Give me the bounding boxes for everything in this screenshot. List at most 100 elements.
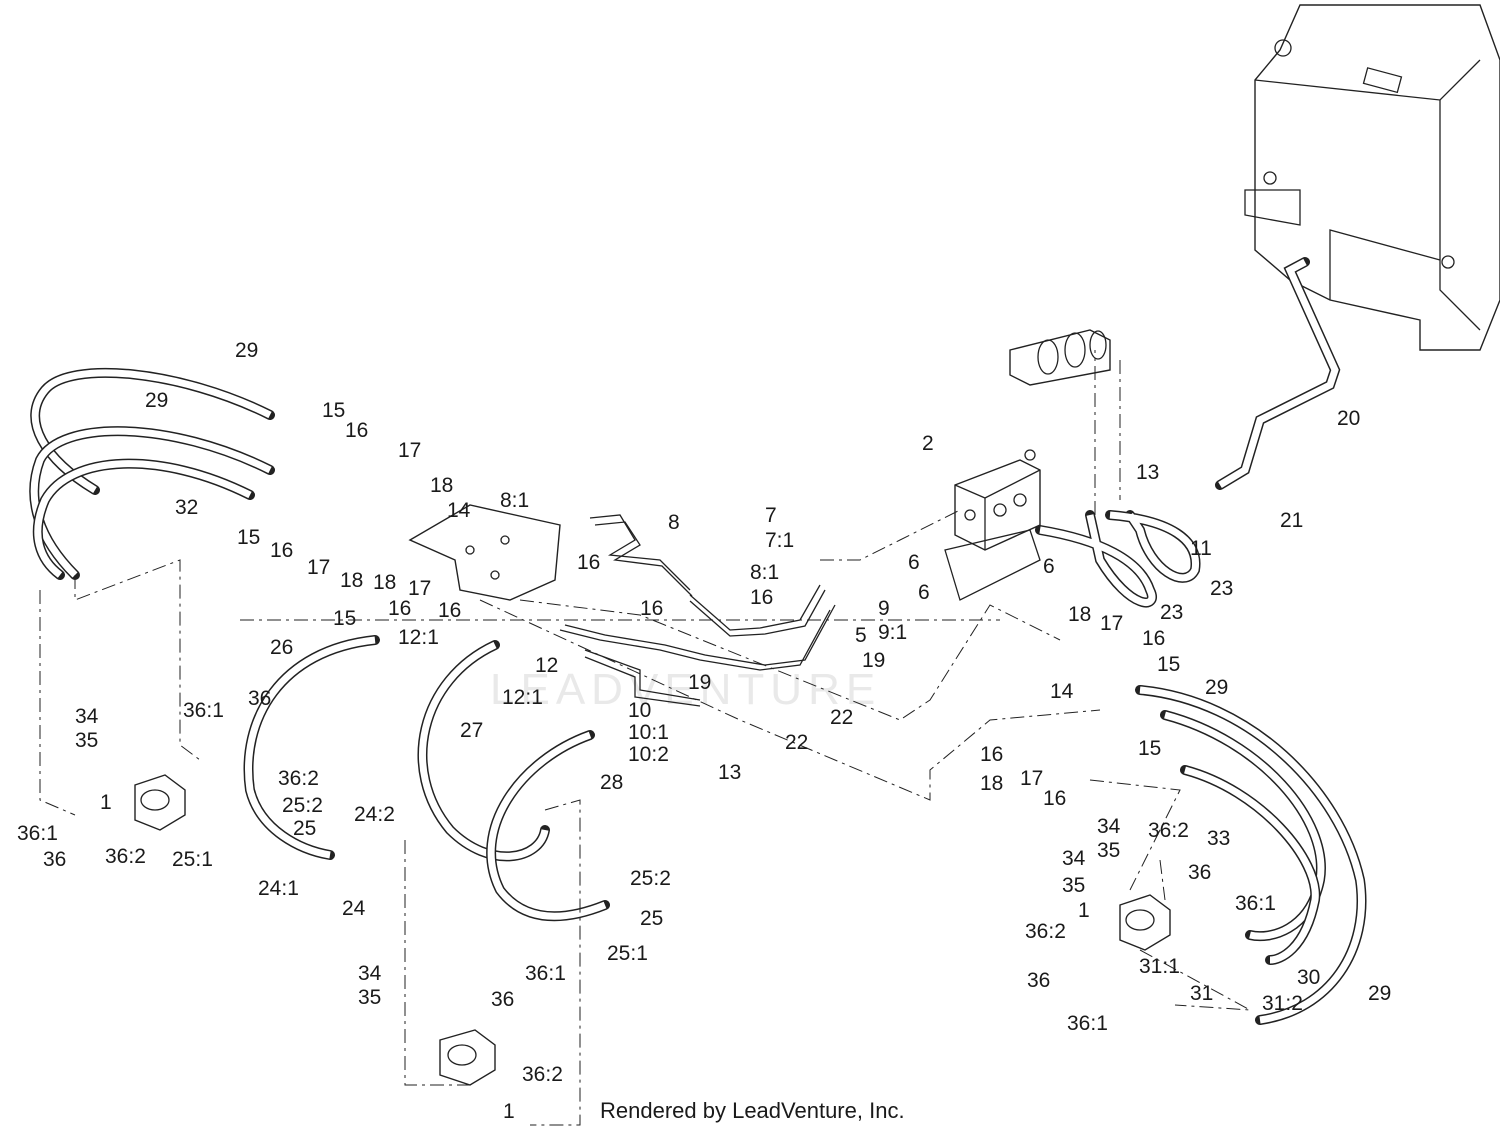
callout-label: 16 <box>345 419 369 442</box>
callout-label: 36:2 <box>278 767 319 790</box>
callout-label: 35 <box>75 729 99 752</box>
callout-label: 17 <box>307 556 331 579</box>
callout-label: 5 <box>855 624 867 647</box>
callout-label: 17 <box>398 439 422 462</box>
callout-label: 7:1 <box>765 529 795 552</box>
motor-bottom <box>439 1029 496 1086</box>
callout-label: 36:2 <box>105 845 146 868</box>
valve-block-drawing <box>944 449 1041 601</box>
callout-label: 10:2 <box>628 743 669 766</box>
callout-label: 36:2 <box>1025 920 1066 943</box>
footer-credit: Rendered by LeadVenture, Inc. <box>600 1098 905 1123</box>
motor-left <box>134 774 186 831</box>
pump-drawing <box>1009 329 1111 386</box>
callout-label: 23 <box>1210 577 1234 600</box>
callout-label: 30 <box>1297 966 1321 989</box>
callout-label: 19 <box>862 649 886 672</box>
callout-label: 25 <box>293 817 317 840</box>
callout-label: 35 <box>1097 839 1121 862</box>
callout-label: 34 <box>1097 815 1121 838</box>
callout-label: 9 <box>878 597 890 620</box>
motor-right <box>1119 894 1171 951</box>
callout-label: 35 <box>358 986 382 1009</box>
callout-label: 9:1 <box>878 621 908 644</box>
callout-label: 14 <box>447 499 471 522</box>
callout-label: 26 <box>270 636 294 659</box>
callout-label: 29 <box>145 389 169 412</box>
callout-label: 35 <box>1062 874 1086 897</box>
hose-20 <box>1215 257 1341 490</box>
callout-label: 36 <box>43 848 67 871</box>
callout-label: 36 <box>248 687 272 710</box>
radiator-drawing <box>1244 4 1500 351</box>
callout-label: 25:1 <box>607 942 648 965</box>
callout-label: 18 <box>1068 603 1092 626</box>
callout-label: 8:1 <box>500 489 530 512</box>
callout-label: 10 <box>628 699 652 722</box>
callout-label: 22 <box>785 731 809 754</box>
callout-label: 2 <box>922 432 934 455</box>
callout-label: 36 <box>1188 861 1212 884</box>
callout-label: 25:2 <box>630 867 671 890</box>
callout-label: 24:1 <box>258 877 299 900</box>
hoses-23 <box>1035 510 1201 608</box>
callout-label: 31 <box>1190 982 1214 1005</box>
callout-label: 8 <box>668 511 680 534</box>
callout-label: 15 <box>1138 737 1162 760</box>
callout-label: 12 <box>535 654 559 677</box>
callout-label: 17 <box>1100 612 1124 635</box>
callout-label: 32 <box>175 496 199 519</box>
callout-label: 10:1 <box>628 721 669 744</box>
callout-label: 25 <box>640 907 664 930</box>
callout-label: 21 <box>1280 509 1304 532</box>
callout-label: 16 <box>438 599 462 622</box>
callout-label: 25:2 <box>282 794 323 817</box>
callout-label: 15 <box>322 399 346 422</box>
callout-label: 29 <box>1368 982 1392 1005</box>
bracket-drawing <box>408 504 561 601</box>
callout-label: 16 <box>577 551 601 574</box>
callout-label: 16 <box>388 597 412 620</box>
callout-label: 17 <box>408 577 432 600</box>
callout-label: 34 <box>1062 847 1086 870</box>
callout-label: 18 <box>373 571 397 594</box>
callout-label: 24 <box>342 897 366 920</box>
callout-label: 14 <box>1050 680 1074 703</box>
callout-label: 31:2 <box>1262 992 1303 1015</box>
callout-label: 36 <box>1027 969 1051 992</box>
callout-label: 19 <box>688 671 712 694</box>
callout-label: 36:2 <box>1148 819 1189 842</box>
callout-label: 12:1 <box>398 626 439 649</box>
callout-label: 16 <box>980 743 1004 766</box>
callout-label: 28 <box>600 771 624 794</box>
callout-label: 16 <box>750 586 774 609</box>
callout-label: 13 <box>718 761 742 784</box>
callout-label: 18 <box>340 569 364 592</box>
callout-label: 16 <box>1142 627 1166 650</box>
callout-label: 33 <box>1207 827 1231 850</box>
callout-label: 29 <box>235 339 259 362</box>
callout-label: 1 <box>503 1100 515 1123</box>
callout-label: 34 <box>75 705 99 728</box>
callout-label: 15 <box>237 526 261 549</box>
callout-label: 1 <box>100 791 112 814</box>
callout-label: 36:2 <box>522 1063 563 1086</box>
callout-label: 36:1 <box>17 822 58 845</box>
callout-label: 18 <box>430 474 454 497</box>
callout-label: 15 <box>333 607 357 630</box>
tubes-center <box>559 514 836 707</box>
callout-label: 6 <box>1043 555 1055 578</box>
callout-label: 6 <box>908 551 920 574</box>
callout-label: 27 <box>460 719 484 742</box>
callout-label: 36:1 <box>1235 892 1276 915</box>
callout-label: 36:1 <box>183 699 224 722</box>
callout-label: 16 <box>270 539 294 562</box>
callout-label: 12:1 <box>502 686 543 709</box>
callout-label: 36 <box>491 988 515 1011</box>
callout-label: 13 <box>1136 461 1160 484</box>
callout-label: 20 <box>1337 407 1361 430</box>
callout-label: 7 <box>765 504 777 527</box>
callout-label: 36:1 <box>525 962 566 985</box>
callout-label: 17 <box>1020 767 1044 790</box>
